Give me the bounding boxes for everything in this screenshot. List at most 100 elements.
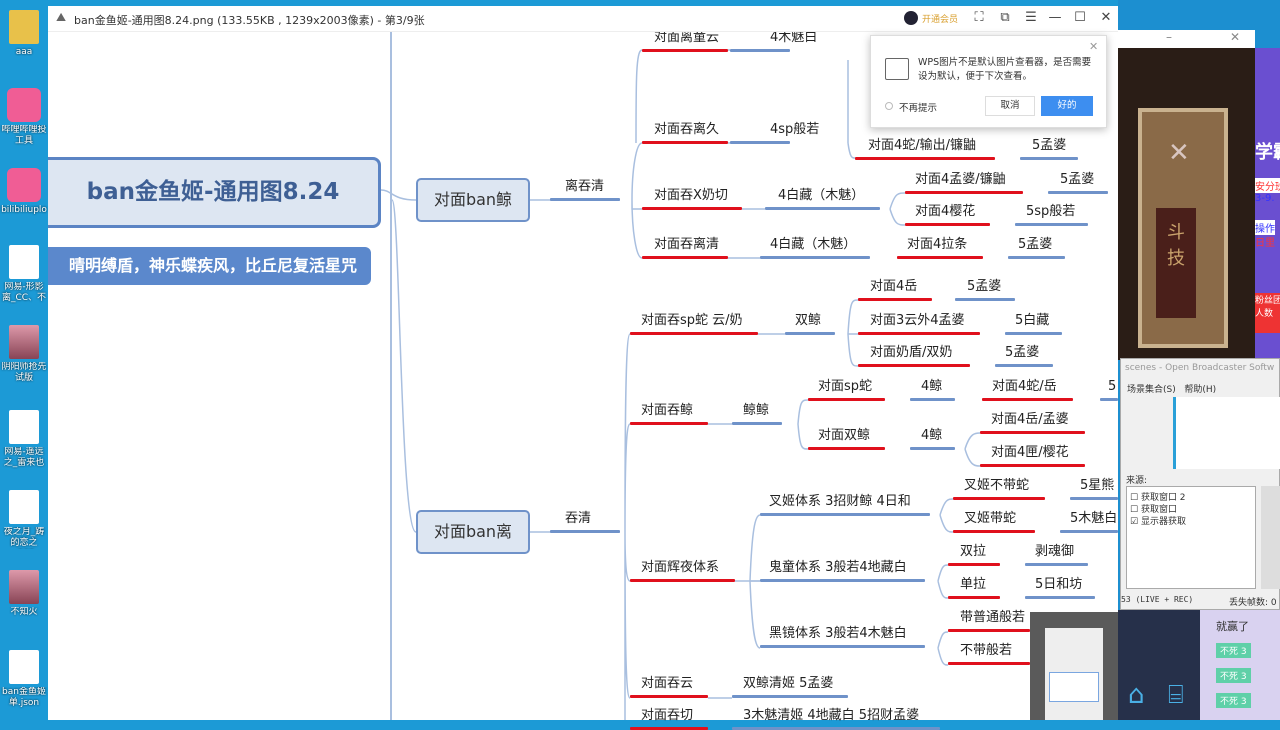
mindmap-node[interactable]: 叉姬带蛇 — [964, 511, 1017, 526]
node-underline — [730, 49, 790, 52]
mindmap-node[interactable]: 对面吞sp蛇 云/奶 — [641, 313, 743, 328]
mindmap-node[interactable]: 叉姬不带蛇 — [964, 478, 1030, 493]
mindmap-node[interactable]: 鲸鲸 — [743, 403, 770, 418]
mindmap-node[interactable]: 对面吞云 — [641, 676, 694, 691]
mindmap-node[interactable]: 双拉 — [960, 544, 987, 559]
mindmap-node[interactable]: 对面sp蛇 — [818, 379, 873, 394]
desktop-icon[interactable]: 网易-遥远之_雷来也 — [0, 410, 48, 469]
mindmap-node[interactable]: 对面辉夜体系 — [641, 560, 720, 575]
mindmap-node[interactable]: 5孟婆 — [1018, 237, 1053, 252]
mindmap-node[interactable]: 对面4孟婆/镰鼬 — [915, 172, 1006, 187]
mindmap-node[interactable]: 双鲸 — [795, 313, 822, 328]
mindmap-node[interactable]: 对面奶盾/双奶 — [870, 345, 953, 360]
node-underline — [953, 497, 1045, 500]
crop-icon[interactable]: ⧉ — [1000, 10, 1010, 25]
mindmap-node[interactable]: 对面吞X奶切 — [654, 188, 728, 203]
dont-remind-label: 不再提示 — [899, 103, 938, 114]
shop-icon[interactable]: ⌸ — [1168, 680, 1184, 710]
mindmap-root: ban金鱼姬-通用图8.24 — [48, 157, 381, 228]
mindmap-node[interactable]: 对面吞切 — [641, 708, 694, 723]
source-checkbox[interactable]: ☐ — [1130, 505, 1141, 515]
mindmap-node[interactable]: 4sp般若 — [770, 122, 820, 137]
mindmap-node[interactable]: 对面4蛇/输出/镰鼬 — [868, 138, 977, 153]
mindmap-node[interactable]: 对面吞离清 — [654, 237, 720, 252]
desktop-icon[interactable]: 夜之月_踌的恋之_202 — [0, 490, 48, 549]
desktop-icon[interactable]: 不知火 — [0, 570, 48, 618]
navigator-thumbnail[interactable] — [1030, 612, 1118, 720]
desktop-icon[interactable]: 网易-形影离_CC、不 — [0, 245, 48, 304]
mindmap-node[interactable]: 对面3云外4孟婆 — [870, 313, 965, 328]
bag-icon[interactable]: ⌂ — [1128, 680, 1145, 710]
mindmap-node[interactable]: 5星熊 — [1080, 478, 1115, 493]
mindmap-node[interactable]: 5白藏 — [1015, 313, 1050, 328]
source-checkbox[interactable]: ☑ — [1130, 517, 1141, 527]
mindmap-node[interactable]: 对面吞鲸 — [641, 403, 694, 418]
close-button[interactable]: ✕ — [1100, 10, 1112, 25]
mindmap-node[interactable]: 黑镜体系 3般若4木魅白 — [769, 626, 907, 641]
mindmap-node[interactable]: 对面4拉条 — [907, 237, 968, 252]
secondary-close-button[interactable]: ✕ — [1230, 30, 1241, 44]
popup-close-icon[interactable]: ✕ — [1089, 40, 1099, 53]
mindmap-node[interactable]: 5木魅白 — [1070, 511, 1118, 526]
mindmap-node[interactable]: 单拉 — [960, 577, 987, 592]
mindmap-node[interactable]: 离吞清 — [565, 179, 605, 194]
vip-button[interactable]: 开通会员 — [922, 15, 959, 25]
mindmap-node[interactable]: 4白藏（木魅） — [770, 237, 857, 252]
side-text: 人数 — [1255, 309, 1274, 319]
desktop-icon[interactable]: 阴阳师抢先试版 — [0, 325, 48, 384]
node-underline — [980, 431, 1085, 434]
mindmap-node[interactable]: 双鲸清姬 5孟婆 — [743, 676, 834, 691]
mindmap-node[interactable]: 对面4樱花 — [915, 204, 976, 219]
mindmap-node[interactable]: 对面双鲸 — [818, 428, 871, 443]
minimize-button[interactable]: — — [1048, 10, 1062, 25]
mindmap-node[interactable]: 5sp般若 — [1026, 204, 1076, 219]
mindmap-node[interactable]: 5孟婆 — [1032, 138, 1067, 153]
mindmap-node[interactable]: 5日和坊 — [1035, 577, 1083, 592]
menu-help[interactable]: 帮助(H) — [1184, 385, 1217, 395]
mindmap-node[interactable]: 5孟婆 — [967, 279, 1002, 294]
desktop-icon[interactable]: 哔哩哔哩投工具 — [0, 88, 48, 147]
source-item[interactable]: ☑ 显示器获取 — [1130, 514, 1186, 527]
mindmap-node[interactable]: 对面4蛇/岳 — [992, 379, 1057, 394]
mindmap-node[interactable]: 4木魅白 — [770, 30, 818, 45]
secondary-window-titlebar: – ✕ — [1118, 30, 1255, 48]
secondary-minimize-button[interactable]: – — [1166, 30, 1172, 44]
mindmap-node[interactable]: 对面4匣/樱花 — [991, 445, 1069, 460]
node-underline — [897, 256, 983, 259]
mindmap-node[interactable]: 5孟婆 — [1060, 172, 1095, 187]
menu-icon[interactable]: ☰ — [1025, 10, 1037, 25]
desktop-icon[interactable]: bilibiliuplo — [0, 168, 48, 216]
avatar[interactable] — [904, 11, 918, 25]
mindmap-node[interactable]: 对面吞离久 — [654, 122, 720, 137]
mindmap-node[interactable]: 剥魂御 — [1035, 544, 1075, 559]
node-underline — [855, 157, 995, 160]
mindmap-node[interactable]: 5孟婆 — [1005, 345, 1040, 360]
mindmap-node[interactable]: 对面离童云 — [654, 30, 720, 45]
source-checkbox[interactable]: ☐ — [1130, 493, 1141, 503]
mindmap-node[interactable]: 对面4岳 — [870, 279, 918, 294]
desktop-icon[interactable]: ban金鱼姬单.json — [0, 650, 48, 709]
mindmap-node[interactable]: 吞清 — [565, 511, 592, 526]
mindmap-node[interactable]: 3木魅清姬 4地藏白 5招财孟婆 — [743, 708, 920, 723]
mindmap-node[interactable]: 鬼童体系 3般若4地藏白 — [769, 560, 907, 575]
desktop-icon[interactable]: aaa — [0, 10, 48, 58]
mindmap-node[interactable]: 4鲸 — [921, 379, 943, 394]
mindmap-node[interactable]: 对面4岳/孟婆 — [991, 412, 1069, 427]
node-underline — [948, 563, 1000, 566]
mindmap-node[interactable]: 不带般若 — [960, 643, 1013, 658]
ok-button[interactable]: 好的 — [1041, 96, 1093, 116]
branch-ban-whale[interactable]: 对面ban鲸 — [416, 178, 530, 222]
mindmap-node[interactable]: 叉姬体系 3招财鲸 4日和 — [769, 494, 911, 509]
source-item[interactable]: ☐ 获取窗口 — [1130, 502, 1177, 515]
cancel-button[interactable]: 取消 — [985, 96, 1035, 116]
branch-ban-li[interactable]: 对面ban离 — [416, 510, 530, 554]
mindmap-node[interactable]: 4白藏（木魅） — [778, 188, 865, 203]
mindmap-node[interactable]: 4鲸 — [921, 428, 943, 443]
source-item[interactable]: ☐ 获取窗口 2 — [1130, 490, 1186, 503]
mindmap-node[interactable]: 5 — [1108, 379, 1117, 394]
menu-scene-collection[interactable]: 场景集合(S) — [1127, 385, 1176, 395]
dont-remind-checkbox[interactable] — [885, 102, 893, 110]
fullscreen-icon[interactable]: ⛶ — [974, 10, 984, 25]
maximize-button[interactable]: ☐ — [1074, 10, 1086, 25]
mindmap-node[interactable]: 带普通般若 — [960, 610, 1026, 625]
